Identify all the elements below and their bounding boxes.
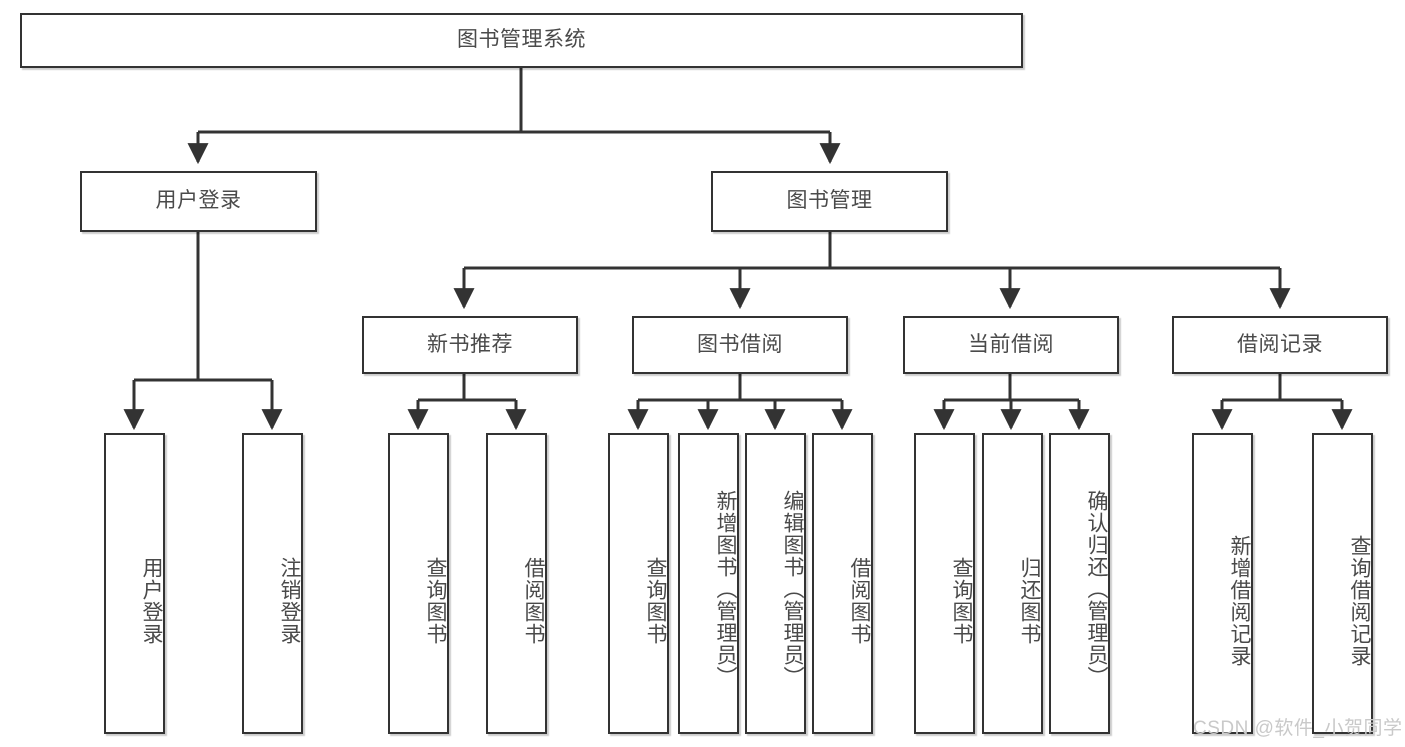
node-borrow-record[interactable]: 借阅记录 xyxy=(1172,316,1388,374)
node-root[interactable]: 图书管理系统 xyxy=(20,13,1023,68)
leaf-book-borrow-3[interactable]: 借阅图书 xyxy=(812,433,873,734)
watermark-text: CSDN @软件_小贺同学 xyxy=(1193,718,1403,739)
leaf-borrow-record-1[interactable]: 查询借阅记录 xyxy=(1312,433,1373,734)
leaf-book-borrow-1[interactable]: 新增图书（管理员） xyxy=(678,433,739,734)
leaf-current-borrow-2[interactable]: 确认归还（管理员） xyxy=(1049,433,1110,734)
node-user-login-label: 用户登录 xyxy=(155,189,242,213)
leaf-label: 用户登录 xyxy=(140,556,163,645)
node-book-manage[interactable]: 图书管理 xyxy=(711,171,948,232)
leaf-label: 借阅图书 xyxy=(848,556,871,645)
leaf-label: 新增图书（管理员） xyxy=(714,489,737,688)
node-new-book-recommend-label: 新书推荐 xyxy=(427,332,513,356)
leaf-label: 确认归还（管理员） xyxy=(1085,489,1108,688)
leaf-label: 借阅图书 xyxy=(522,556,545,645)
leaf-current-borrow-1[interactable]: 归还图书 xyxy=(982,433,1043,734)
leaf-user-login-1[interactable]: 注销登录 xyxy=(242,433,303,734)
leaf-label: 新增借阅记录 xyxy=(1228,534,1251,667)
leaf-new-book-recommend-0[interactable]: 查询图书 xyxy=(388,433,449,734)
leaf-label: 注销登录 xyxy=(278,556,301,645)
leaf-label: 查询借阅记录 xyxy=(1348,534,1371,667)
node-borrow-record-label: 借阅记录 xyxy=(1237,332,1323,356)
leaf-label: 查询图书 xyxy=(424,556,447,645)
leaf-new-book-recommend-1[interactable]: 借阅图书 xyxy=(486,433,547,734)
leaf-user-login-0[interactable]: 用户登录 xyxy=(104,433,165,734)
leaf-book-borrow-0[interactable]: 查询图书 xyxy=(608,433,669,734)
leaf-label: 查询图书 xyxy=(644,556,667,645)
node-book-borrow-label: 图书借阅 xyxy=(697,332,783,356)
leaf-book-borrow-2[interactable]: 编辑图书（管理员） xyxy=(745,433,806,734)
leaf-label: 归还图书 xyxy=(1018,556,1041,645)
node-current-borrow[interactable]: 当前借阅 xyxy=(903,316,1119,374)
leaf-borrow-record-0[interactable]: 新增借阅记录 xyxy=(1192,433,1253,734)
node-user-login[interactable]: 用户登录 xyxy=(80,171,317,232)
node-current-borrow-label: 当前借阅 xyxy=(968,332,1054,356)
node-root-label: 图书管理系统 xyxy=(457,28,586,52)
leaf-current-borrow-0[interactable]: 查询图书 xyxy=(914,433,975,734)
leaf-label: 编辑图书（管理员） xyxy=(781,489,804,688)
leaf-label: 查询图书 xyxy=(950,556,973,645)
node-new-book-recommend[interactable]: 新书推荐 xyxy=(362,316,578,374)
node-book-borrow[interactable]: 图书借阅 xyxy=(632,316,848,374)
node-book-manage-label: 图书管理 xyxy=(786,189,873,213)
